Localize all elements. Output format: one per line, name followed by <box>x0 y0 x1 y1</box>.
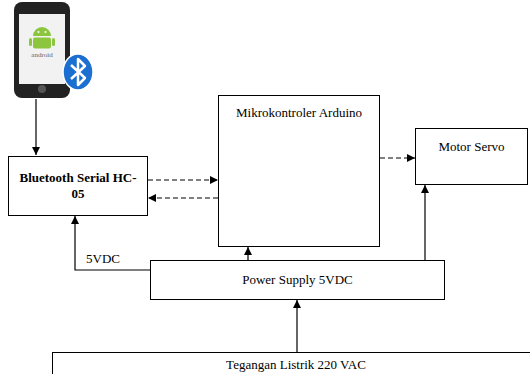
phone-illustration <box>14 2 70 98</box>
actuator-box: Motor Servo <box>415 128 528 185</box>
bluetooth-icon <box>63 54 93 90</box>
power-arrow <box>247 247 248 260</box>
power-arrow <box>424 185 425 260</box>
power-box: Power Supply 5VDC <box>150 260 445 300</box>
controller-box: Mikrokontroler Arduino <box>218 95 380 247</box>
box-text: Tegangan Listrik 220 VAC <box>57 357 530 373</box>
data-arrow <box>148 197 218 198</box>
module-box: Bluetooth Serial HC-05 <box>8 156 148 216</box>
box-text: Bluetooth Serial HC-05 <box>17 170 139 201</box>
power-arrow <box>75 216 150 270</box>
logo-text: android <box>22 51 62 59</box>
power-arrow <box>296 300 297 352</box>
data-arrow <box>380 157 415 158</box>
box-text: Power Supply 5VDC <box>157 272 438 288</box>
voltage-label: 5VDC <box>86 251 126 267</box>
data-arrow <box>148 179 218 180</box>
phone-arrow <box>35 99 36 155</box>
box-text: Mikrokontroler Arduino <box>228 105 370 121</box>
source-band: Tegangan Listrik 220 VAC <box>52 352 530 374</box>
box-text: Motor Servo <box>426 139 517 155</box>
